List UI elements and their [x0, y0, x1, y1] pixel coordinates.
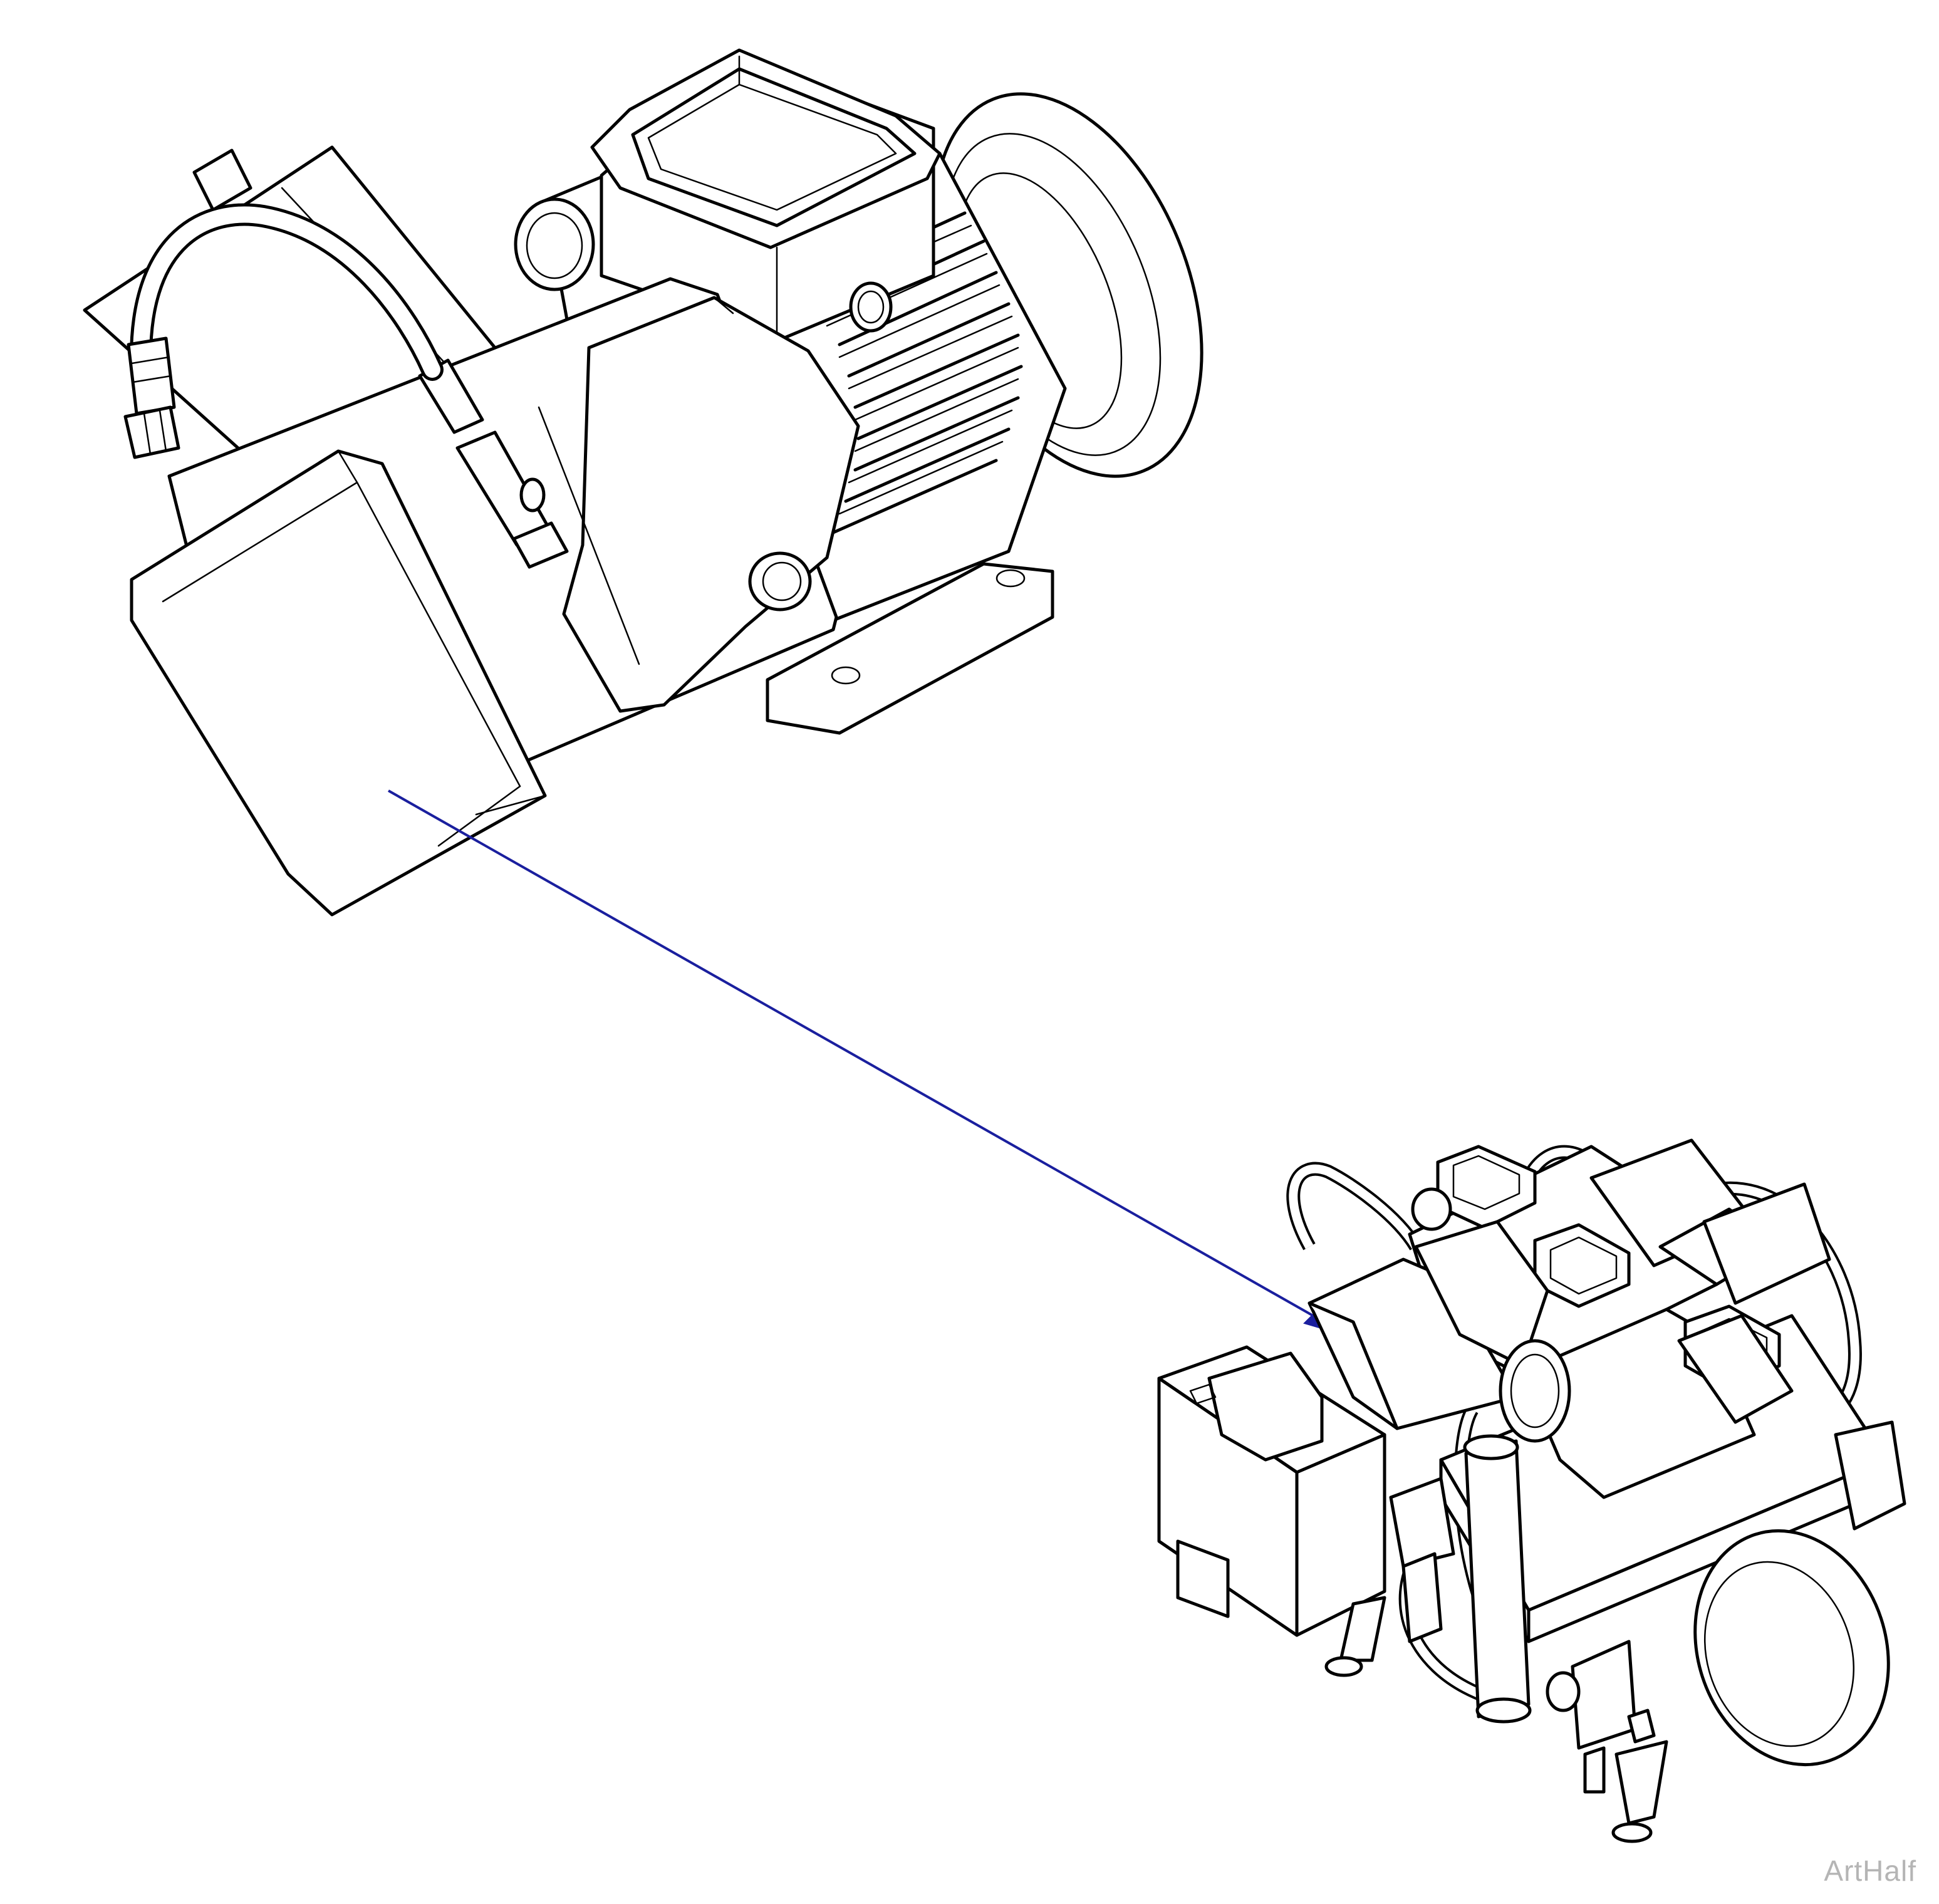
compressor-overview [1157, 1138, 1906, 1843]
motor-mounting-foot [766, 562, 1054, 735]
overview-target-pump [1307, 1220, 1549, 1430]
leader-line [388, 789, 1349, 1337]
pump-front-cover [130, 449, 547, 917]
overview-legs [1324, 1596, 1668, 1843]
latch-clip [455, 430, 569, 569]
watermark-label: ArtHalf [1824, 1855, 1916, 1887]
overview-valves [1389, 1477, 1656, 1750]
overview-front-units [1499, 1304, 1794, 1499]
pump-motor-detail [83, 48, 1203, 917]
pressure-hose [123, 203, 444, 459]
terminal-box [590, 48, 942, 340]
overview-electrical-box [1157, 1345, 1386, 1637]
overview-motor-end-cap [1693, 1420, 1906, 1767]
overview-air-dryer-cylinder [1463, 1434, 1532, 1724]
